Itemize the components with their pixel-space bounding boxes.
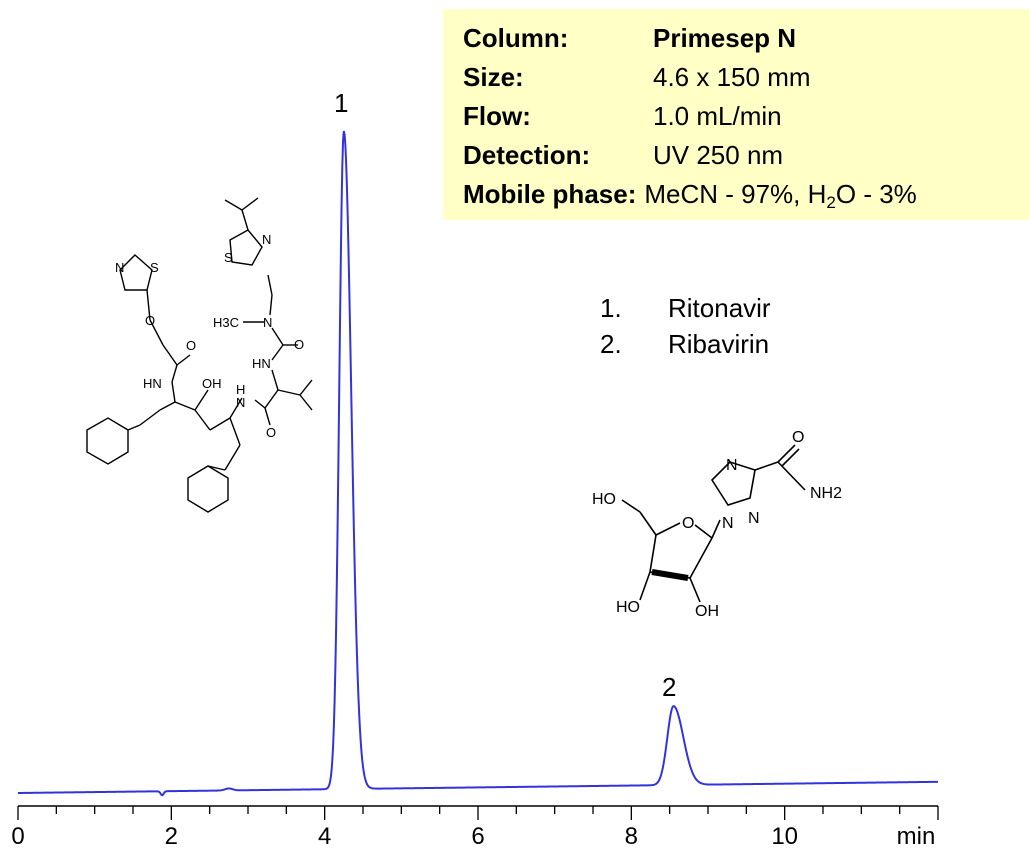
ritonavir-label: S	[224, 250, 233, 265]
info-detection-key: Detection:	[463, 140, 591, 170]
ribavirin-label: HO	[592, 491, 616, 508]
ribavirin-label: NH2	[810, 485, 842, 502]
ribavirin-label: N	[748, 510, 760, 527]
legend-number: 2.	[600, 329, 622, 359]
x-tick-label: 6	[471, 823, 484, 849]
x-tick-label: 0	[11, 823, 24, 849]
ritonavir-label: O	[266, 425, 276, 440]
info-column: Column: Primesep N	[463, 19, 1029, 58]
ritonavir-label: O	[145, 313, 155, 328]
ribavirin-label: N	[726, 457, 738, 474]
legend-item: 1. Ritonavir	[600, 290, 771, 326]
method-info-box: Column: Primesep N Size: 4.6 x 150 mm Flow…	[443, 9, 1029, 220]
ritonavir-label: H3C	[213, 315, 239, 330]
x-axis-label: min	[897, 823, 936, 849]
ritonavir-structure	[86, 197, 313, 513]
compound-legend: 1. Ritonavir 2. Ribavirin	[600, 290, 771, 362]
ritonavir-atom-labels: N S S N O O HN OH H N O HN O N H3C	[115, 232, 304, 440]
legend-name: Ritonavir	[668, 293, 771, 323]
ritonavir-label: H	[236, 382, 245, 397]
ritonavir-label: O	[294, 337, 304, 352]
ribavirin-label: O	[792, 429, 804, 446]
info-flow-value: 1.0 mL/min	[653, 101, 782, 131]
info-mobile-key: Mobile phase:	[463, 179, 637, 209]
ritonavir-label: HN	[252, 356, 271, 371]
info-mobile-phase: Mobile phase:MeCN - 97%, H2O - 3%	[463, 175, 1029, 214]
info-flow: Flow: 1.0 mL/min	[463, 97, 1029, 136]
x-axis: 0 2 4 6 8 10	[11, 805, 939, 849]
ribavirin-atom-labels: HO O N N N O NH2 HO OH	[592, 429, 842, 620]
x-tick-label: 2	[165, 823, 178, 849]
x-tick-label: 4	[318, 823, 331, 849]
info-detection: Detection: UV 250 nm	[463, 136, 1029, 175]
ribavirin-label: O	[682, 515, 694, 532]
ritonavir-label: OH	[202, 376, 222, 391]
legend-number: 1.	[600, 293, 622, 323]
info-size: Size: 4.6 x 150 mm	[463, 58, 1029, 97]
ritonavir-label: N	[262, 232, 271, 247]
peak-label-1: 1	[334, 88, 349, 118]
ritonavir-label: O	[186, 338, 196, 353]
ritonavir-label: HN	[143, 376, 162, 391]
info-detection-value: UV 250 nm	[653, 140, 784, 170]
chromatogram-trace	[17, 130, 939, 797]
ribavirin-label: N	[722, 515, 734, 532]
ribavirin-label: OH	[695, 603, 719, 620]
ritonavir-label: N	[115, 260, 124, 275]
ritonavir-label: S	[150, 260, 159, 275]
info-mobile-sub: 2	[826, 193, 836, 212]
legend-item: 2. Ribavirin	[600, 326, 771, 362]
info-mobile-value-b: O - 3%	[835, 179, 917, 209]
ritonavir-label: N	[236, 395, 245, 410]
x-tick-label: 8	[625, 823, 638, 849]
peak-label-2: 2	[662, 672, 677, 702]
ritonavir-label: N	[263, 315, 272, 330]
info-size-value: 4.6 x 150 mm	[653, 62, 811, 92]
legend-name: Ribavirin	[668, 329, 770, 359]
ribavirin-label: HO	[616, 599, 640, 616]
x-tick-label: 10	[771, 823, 798, 849]
info-flow-key: Flow:	[463, 101, 531, 131]
info-column-value: Primesep N	[653, 23, 797, 53]
ribavirin-structure	[621, 444, 806, 603]
info-column-key: Column:	[463, 23, 569, 53]
info-mobile-value-a: MeCN - 97%, H	[644, 179, 827, 209]
info-size-key: Size:	[463, 62, 524, 92]
